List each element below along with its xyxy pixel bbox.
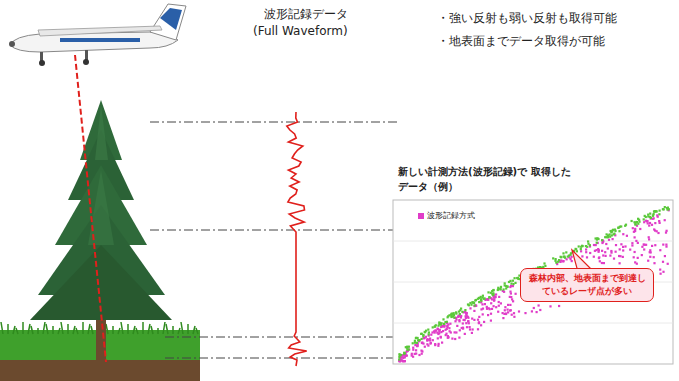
callout-text: 森林内部、地表面まで到達しているレーザ点が多い [527,272,647,298]
feature-bullet: ・地表面までデータ取得が可能 [437,33,605,50]
legend-swatch [418,213,424,219]
laser-beam [75,55,106,362]
legend-text: 波形記録方式 [427,210,475,221]
feature-bullet: ・強い反射も弱い反射も取得可能 [437,10,617,27]
callout-box: 森林内部、地表面まで到達しているレーザ点が多い [520,268,654,302]
chart-frame [393,200,673,364]
chart-title: 新しい計測方法(波形記録)で 取得したデータ（例） [398,164,573,194]
waveform [287,112,307,366]
level-lines [150,122,400,358]
legend-entry: 波形記録方式 [418,210,475,221]
airplane [9,4,186,66]
waveform-subtitle: (Full Waveform) [253,24,348,38]
waveform-title: 波形記録データ [264,6,348,23]
scatter-points [398,206,670,362]
soil [0,358,200,381]
